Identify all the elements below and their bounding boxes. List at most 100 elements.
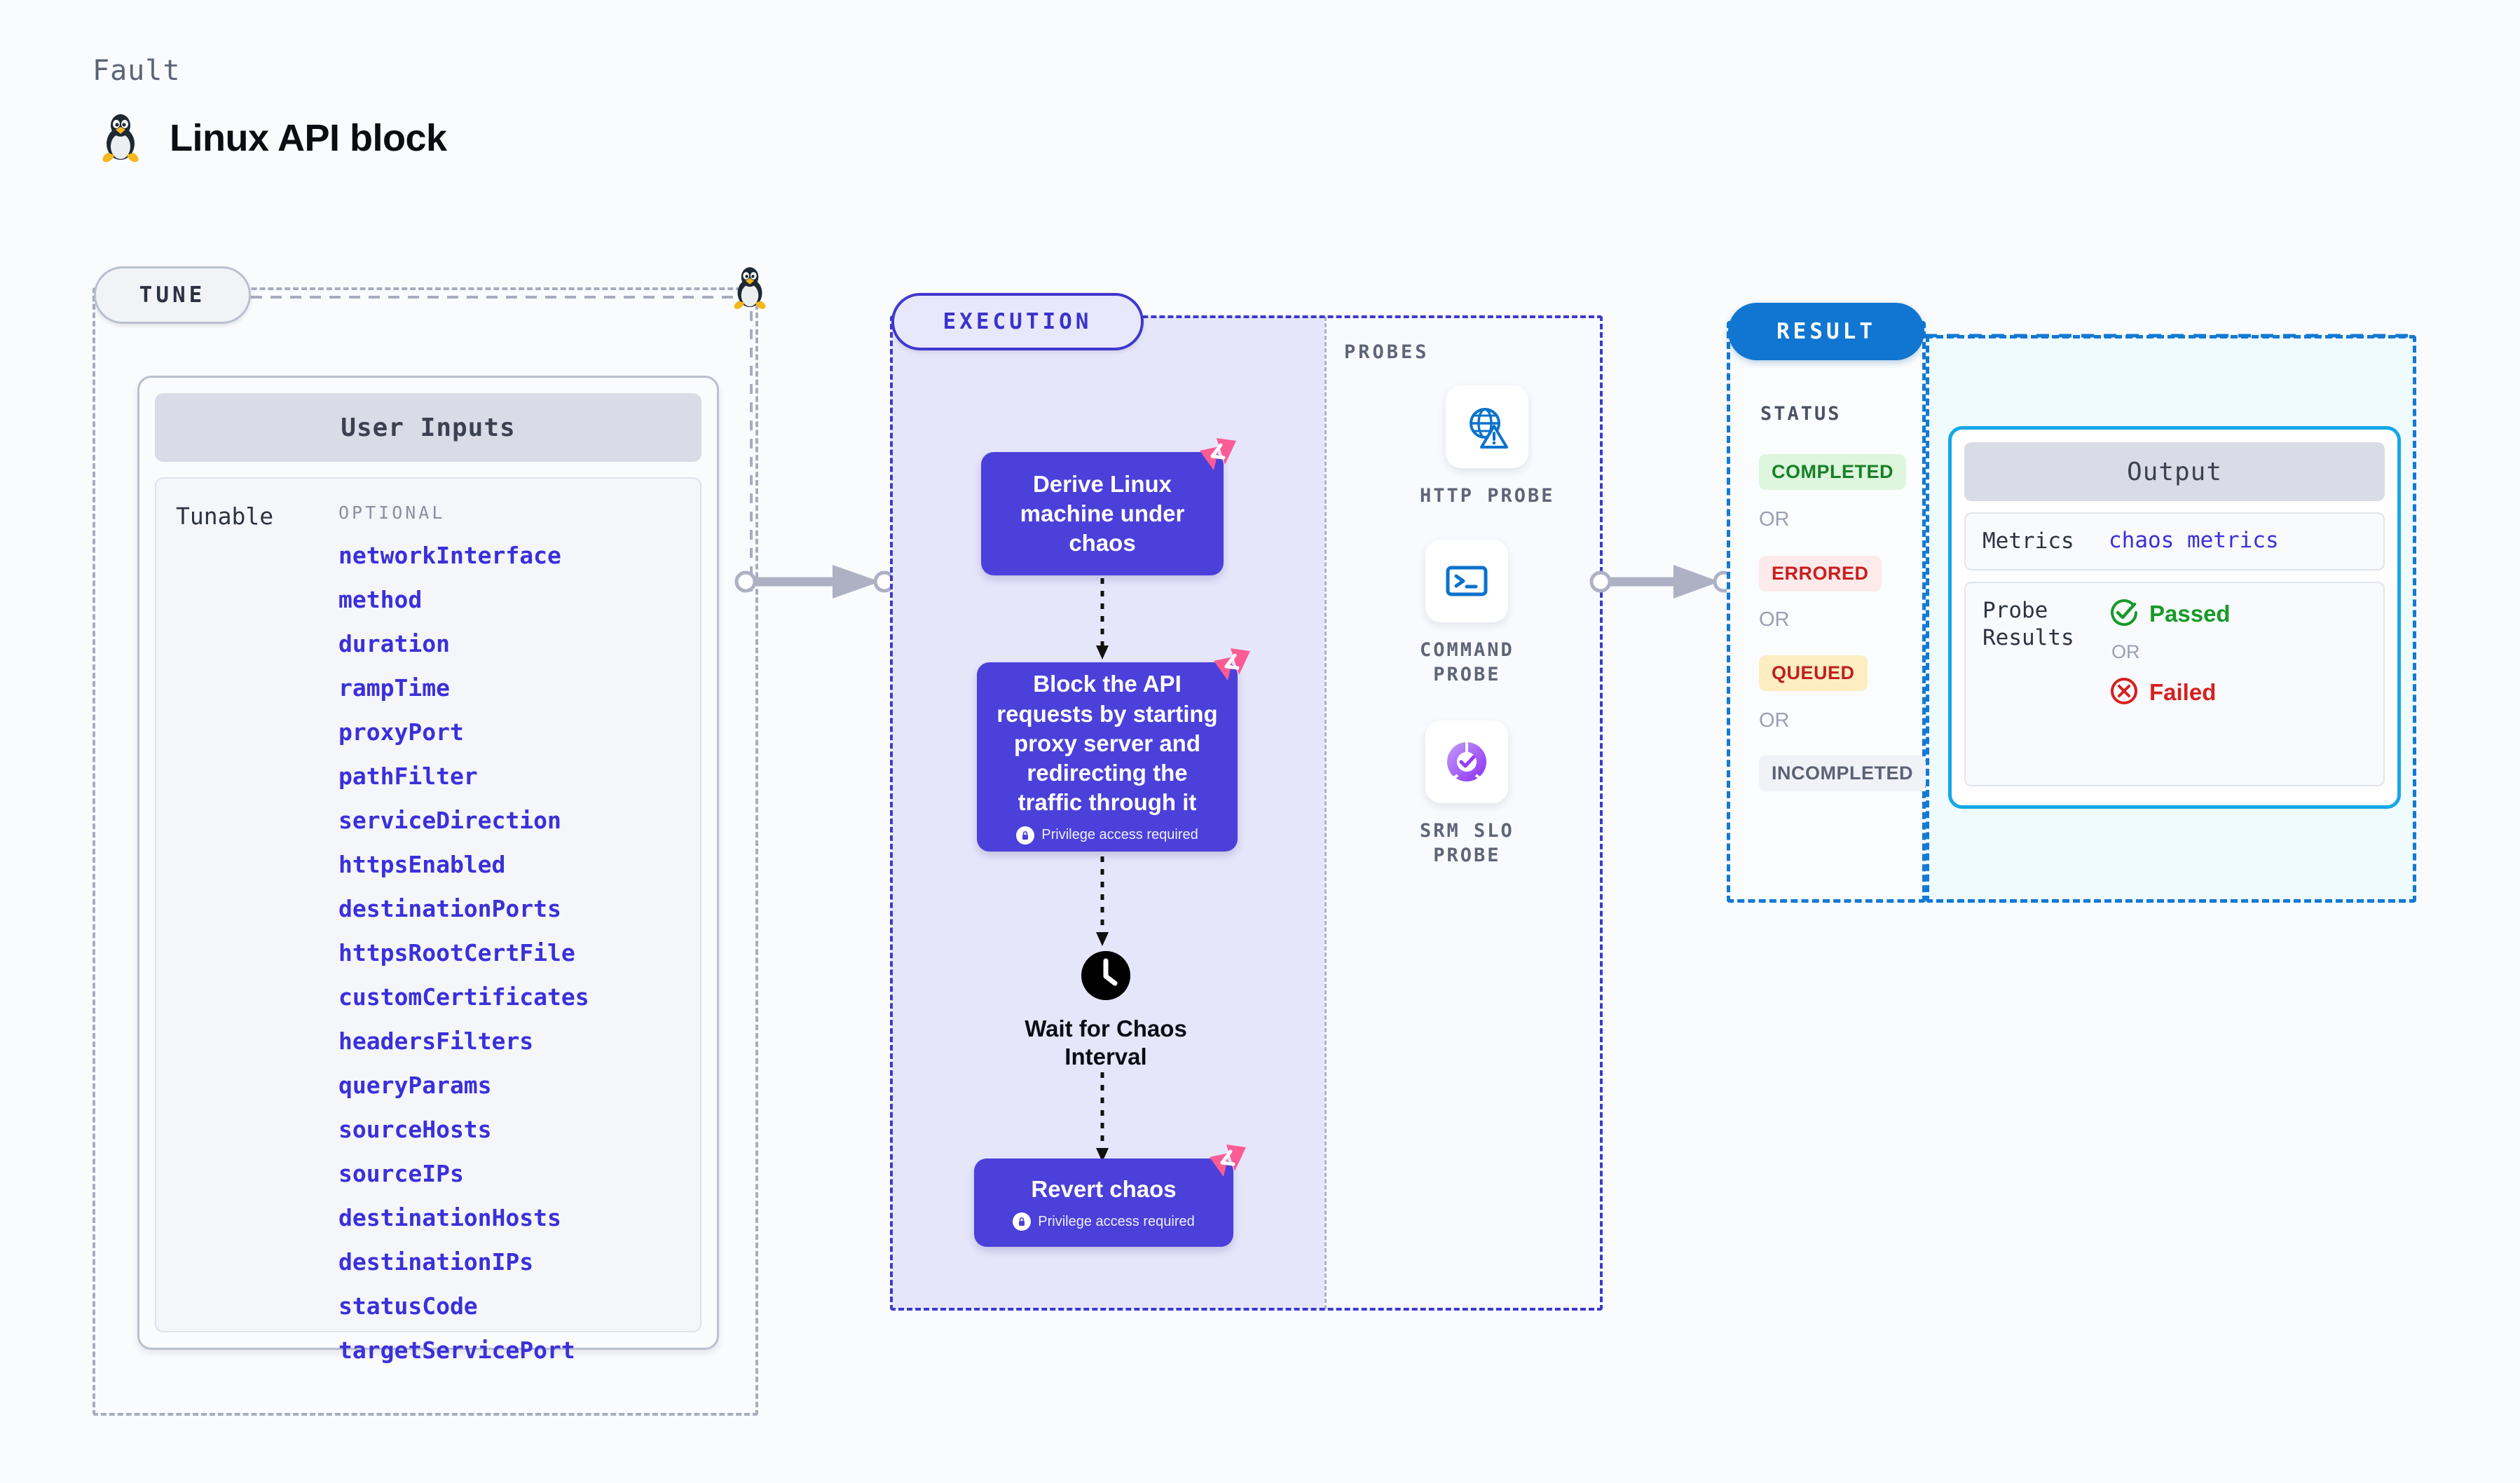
status-badge-label: COMPLETED [1772, 461, 1894, 482]
tunable-item[interactable]: queryParams [338, 1072, 492, 1099]
probe-item-srm-slo-probe[interactable]: SRM SLO PROBE [1420, 720, 1514, 868]
privilege-notice: Privilege access required [1013, 1212, 1195, 1231]
status-or-1: OR [1759, 508, 1790, 531]
output-card-header: Output [1964, 442, 2385, 501]
execution-node-label: Block the API requests by starting proxy… [997, 671, 1218, 816]
result-stage-pill[interactable]: RESULT [1728, 303, 1924, 360]
tunable-item[interactable]: destinationPorts [338, 895, 561, 922]
probe-label: COMMAND PROBE [1420, 639, 1514, 686]
execution-connector-2 [1096, 856, 1109, 946]
probe-result-passed: Passed [2109, 597, 2231, 631]
probe-result-passed-label: Passed [2149, 601, 2231, 627]
status-or-3: OR [1759, 709, 1790, 732]
tunable-item[interactable]: customCertificates [338, 983, 589, 1011]
tunable-row-label-col: Tunable [156, 503, 338, 1307]
user-inputs-header: User Inputs [155, 393, 701, 462]
tune-connector-line [251, 296, 734, 299]
clock-icon [1080, 950, 1132, 1005]
litmus-chaos-mark-icon [1196, 437, 1238, 481]
probe-result-failed: Failed [2109, 676, 2231, 710]
litmus-chaos-mark-icon [1205, 1143, 1247, 1187]
tunable-item[interactable]: headersFilters [338, 1027, 534, 1055]
execution-node-revert-chaos[interactable]: Revert chaos Privilege access required [974, 1144, 1246, 1247]
probe-label: HTTP PROBE [1420, 485, 1555, 507]
optional-group-label: OPTIONAL [338, 503, 446, 523]
tunable-item[interactable]: destinationIPs [338, 1248, 534, 1276]
execution-stage-pill[interactable]: EXECUTION [891, 293, 1144, 350]
probes-section-label: PROBES [1344, 341, 1430, 363]
tune-drop-line [750, 311, 753, 592]
status-section-label: STATUS [1760, 403, 1842, 425]
status-badge-incompleted: INCOMPLETED [1759, 756, 1926, 791]
tune-to-execution-arrow [734, 565, 896, 599]
linux-penguin-icon [98, 112, 143, 164]
slo-donut-check-icon [1425, 720, 1509, 803]
execution-connector-3 [1096, 1072, 1109, 1162]
tune-stage-pill[interactable]: TUNE [94, 266, 251, 324]
execution-node-block-api-requests[interactable]: Block the API requests by starting proxy… [977, 648, 1250, 852]
execution-connector-1 [1096, 578, 1109, 660]
output-row-metrics: Metrics chaos metrics [1964, 512, 2385, 570]
output-probe-results-values: Passed OR Failed [2109, 597, 2231, 710]
globe-warning-icon [1446, 385, 1529, 468]
probe-label: SRM SLO PROBE [1420, 820, 1514, 867]
execution-node-label: Wait for Chaos Interval [1025, 1016, 1187, 1070]
page-title: Linux API block [170, 117, 447, 159]
lock-icon [1016, 826, 1035, 845]
probe-result-failed-label: Failed [2149, 679, 2217, 706]
privilege-notice-label: Privilege access required [1041, 827, 1198, 843]
tunable-item[interactable]: sourceHosts [338, 1116, 492, 1143]
tunable-item[interactable]: sourceIPs [338, 1160, 464, 1187]
tunable-row-label: Tunable [176, 503, 274, 530]
status-badge-completed: COMPLETED [1759, 454, 1907, 490]
user-inputs-card: User Inputs Tunable OPTIONAL networkInte… [137, 376, 719, 1362]
litmus-chaos-mark-icon [1210, 647, 1252, 691]
tunable-item[interactable]: targetServicePort [338, 1337, 575, 1364]
tunable-list: networkInterface method duration rampTime pr… [338, 544, 700, 1362]
tunable-item[interactable]: networkInterface [338, 542, 561, 569]
status-badge-label: QUEUED [1772, 662, 1855, 683]
output-metrics-value[interactable]: chaos metrics [2109, 528, 2279, 553]
status-or-2: OR [1759, 608, 1790, 631]
tunable-item[interactable]: serviceDirection [338, 807, 561, 834]
probe-item-http-probe[interactable]: HTTP PROBE [1420, 385, 1555, 508]
tunable-item[interactable]: method [338, 586, 423, 613]
lock-icon [1013, 1212, 1032, 1231]
x-circle-icon [2109, 676, 2139, 710]
probe-result-or: OR [2111, 641, 2140, 662]
status-badge-label: INCOMPLETED [1772, 763, 1914, 784]
result-status-boundary [1727, 321, 1926, 903]
check-circle-icon [2109, 597, 2139, 631]
status-badge-label: ERRORED [1772, 563, 1869, 584]
privilege-notice-label: Privilege access required [1038, 1213, 1195, 1229]
probe-item-command-probe[interactable]: COMMAND PROBE [1420, 540, 1514, 687]
tunable-items-col: OPTIONAL networkInterface method duration r… [338, 503, 700, 1362]
execution-to-result-arrow [1589, 565, 1735, 599]
linux-penguin-icon [730, 265, 769, 315]
status-badge-queued: QUEUED [1759, 655, 1868, 691]
output-metrics-key: Metrics [1983, 528, 2074, 554]
tunable-item[interactable]: httpsRootCertFile [338, 939, 575, 966]
output-probe-results-key: Probe Results [1983, 597, 2074, 650]
user-inputs-body: Tunable OPTIONAL networkInterface method d… [155, 477, 701, 1362]
fault-title-row: Linux API block [98, 112, 447, 164]
tune-stage-boundary [93, 287, 758, 1416]
tunable-item[interactable]: statusCode [338, 1292, 478, 1320]
tunable-item[interactable]: proxyPort [338, 718, 464, 746]
output-row-probe-results: Probe Results Passed OR [1964, 581, 2385, 786]
privilege-notice: Privilege access required [1016, 826, 1198, 845]
execution-stage-boundary [890, 315, 1603, 1311]
execution-node-wait-for-chaos-interval[interactable]: Wait for Chaos Interval [995, 950, 1217, 1072]
fault-kicker: Fault [93, 55, 181, 87]
tunable-item[interactable]: httpsEnabled [338, 851, 506, 878]
output-card: Output Metrics chaos metrics Probe Resul… [1948, 426, 2401, 809]
execution-node-label: Revert chaos [1031, 1175, 1177, 1202]
tunable-item[interactable]: destinationHosts [338, 1204, 561, 1231]
execution-node-derive-linux-machine[interactable]: Derive Linux machine under chaos [981, 438, 1236, 575]
tunable-item[interactable]: pathFilter [338, 763, 478, 790]
terminal-icon [1425, 540, 1509, 622]
tunable-item[interactable]: duration [338, 630, 450, 657]
status-badge-errored: ERRORED [1759, 556, 1882, 592]
tunable-item[interactable]: rampTime [338, 674, 450, 702]
